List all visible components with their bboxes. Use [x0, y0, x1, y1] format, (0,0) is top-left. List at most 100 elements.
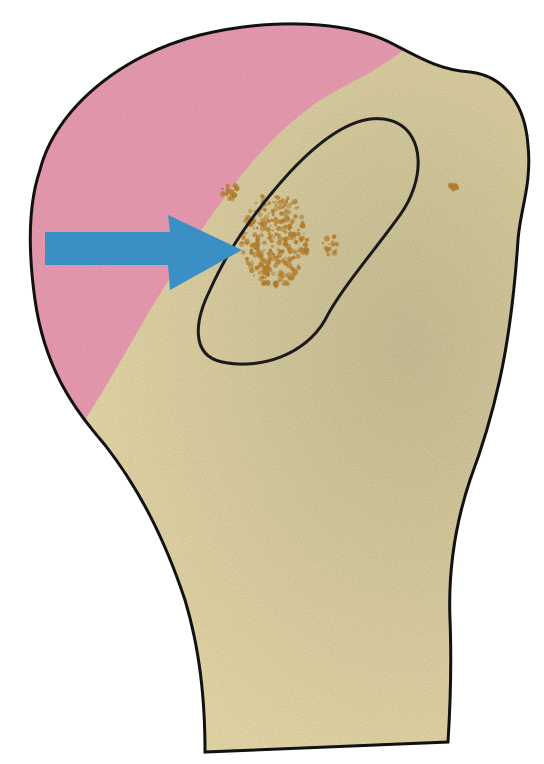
lesion-spot — [293, 251, 295, 253]
lesion-spot — [221, 187, 224, 190]
lesion-spot — [263, 215, 269, 221]
lesion-spot — [324, 236, 330, 242]
lesion-spot — [255, 238, 260, 243]
lesion-spot — [271, 245, 274, 248]
lesion-spot — [270, 225, 272, 227]
lesion-spot — [226, 188, 230, 192]
lesion-spot — [259, 222, 264, 227]
lesion-spot — [253, 274, 255, 276]
lesion-spot — [305, 238, 309, 242]
lesion-spot — [284, 239, 287, 242]
lesion-spot — [304, 247, 309, 252]
lesion-spot — [278, 220, 283, 225]
lesion-spot — [293, 199, 298, 204]
lesion-spot — [220, 192, 225, 197]
lesion-spot — [274, 223, 277, 226]
lesion-spot — [327, 253, 329, 255]
lesion-spot — [281, 259, 286, 264]
lesion-spot — [272, 201, 274, 203]
lesion-spot — [244, 239, 250, 245]
lesion-spot — [286, 262, 292, 268]
lesion-spot — [250, 249, 253, 252]
lesion-spot — [300, 223, 306, 229]
lesion-spot — [333, 250, 337, 254]
lesion-spot — [286, 274, 289, 277]
lesion-spot — [270, 251, 272, 253]
lesion-spot — [248, 209, 252, 213]
lesion-spot — [262, 241, 266, 245]
lesion-spot — [258, 212, 263, 217]
lesion-spot — [239, 241, 245, 247]
lesion-spot — [261, 281, 266, 286]
lesion-spot — [266, 273, 270, 277]
lesion-spot — [277, 234, 281, 238]
lesion-spot — [293, 270, 298, 275]
lesion-spot — [287, 198, 289, 200]
lesion-spot — [284, 256, 286, 258]
lesion-spot — [253, 227, 255, 229]
lesion-spot — [259, 233, 264, 238]
lesion-spot — [258, 222, 260, 224]
lesion-spot — [273, 237, 275, 239]
lesion-spot — [295, 206, 299, 210]
lesion-spot — [300, 247, 304, 251]
lesion-spot — [255, 266, 259, 270]
lesion-spot — [241, 250, 245, 254]
lesion-spot — [296, 232, 301, 237]
lesion-spot — [325, 246, 330, 251]
lesion-spot — [267, 252, 271, 256]
lesion-spot — [272, 213, 275, 216]
lesion-spot — [291, 219, 295, 223]
lesion-spot — [334, 242, 339, 247]
lesion-spot — [292, 233, 296, 237]
lesion-spot — [453, 184, 459, 190]
lesion-spot — [332, 234, 337, 239]
lesion-spot — [274, 206, 280, 212]
lesion-spot — [267, 201, 271, 205]
lesion-spot — [271, 229, 274, 232]
lesion-spot — [256, 227, 259, 230]
lesion-spot — [250, 243, 254, 247]
lesion-spot — [286, 244, 292, 250]
lesion-spot — [253, 222, 255, 224]
lesion-spot — [260, 226, 266, 232]
lesion-spot — [276, 226, 281, 231]
lesion-spot — [252, 252, 258, 258]
lesion-spot — [262, 276, 265, 279]
lesion-spot — [278, 205, 282, 209]
lesion-spot — [287, 217, 290, 220]
lesion-spot — [297, 228, 300, 231]
lesion-spot — [288, 228, 291, 231]
lesion-spot — [260, 257, 265, 262]
lesion-spot — [226, 184, 229, 187]
lesion-spot — [299, 238, 303, 242]
lesion-spot — [275, 201, 277, 203]
lesion-spot — [263, 249, 266, 252]
lesion-spot — [227, 197, 231, 201]
lesion-spot — [278, 276, 284, 282]
lesion-spot — [280, 249, 284, 253]
lesion-spot — [328, 243, 330, 245]
lesion-spot — [274, 217, 276, 219]
lesion-spot — [264, 266, 269, 271]
lesion-spot — [263, 208, 266, 211]
lesion-spot — [285, 210, 287, 212]
lesion-spot — [270, 239, 274, 243]
lesion-spot — [274, 285, 277, 288]
lesion-spot — [232, 192, 238, 198]
lesion-spot — [289, 275, 294, 280]
lesion-spot — [268, 261, 271, 264]
lesion-spot — [288, 250, 292, 254]
lesion-spot — [296, 254, 301, 259]
lesion-spot — [322, 242, 324, 244]
lesion-spot — [287, 256, 293, 262]
lesion-spot — [268, 213, 270, 215]
lesion-spot — [268, 232, 271, 235]
lesion-spot — [277, 248, 280, 251]
lesion-spot — [303, 233, 305, 235]
lesion-spot — [234, 185, 236, 187]
lesion-spot — [275, 204, 278, 207]
lesion-spot — [255, 202, 258, 205]
